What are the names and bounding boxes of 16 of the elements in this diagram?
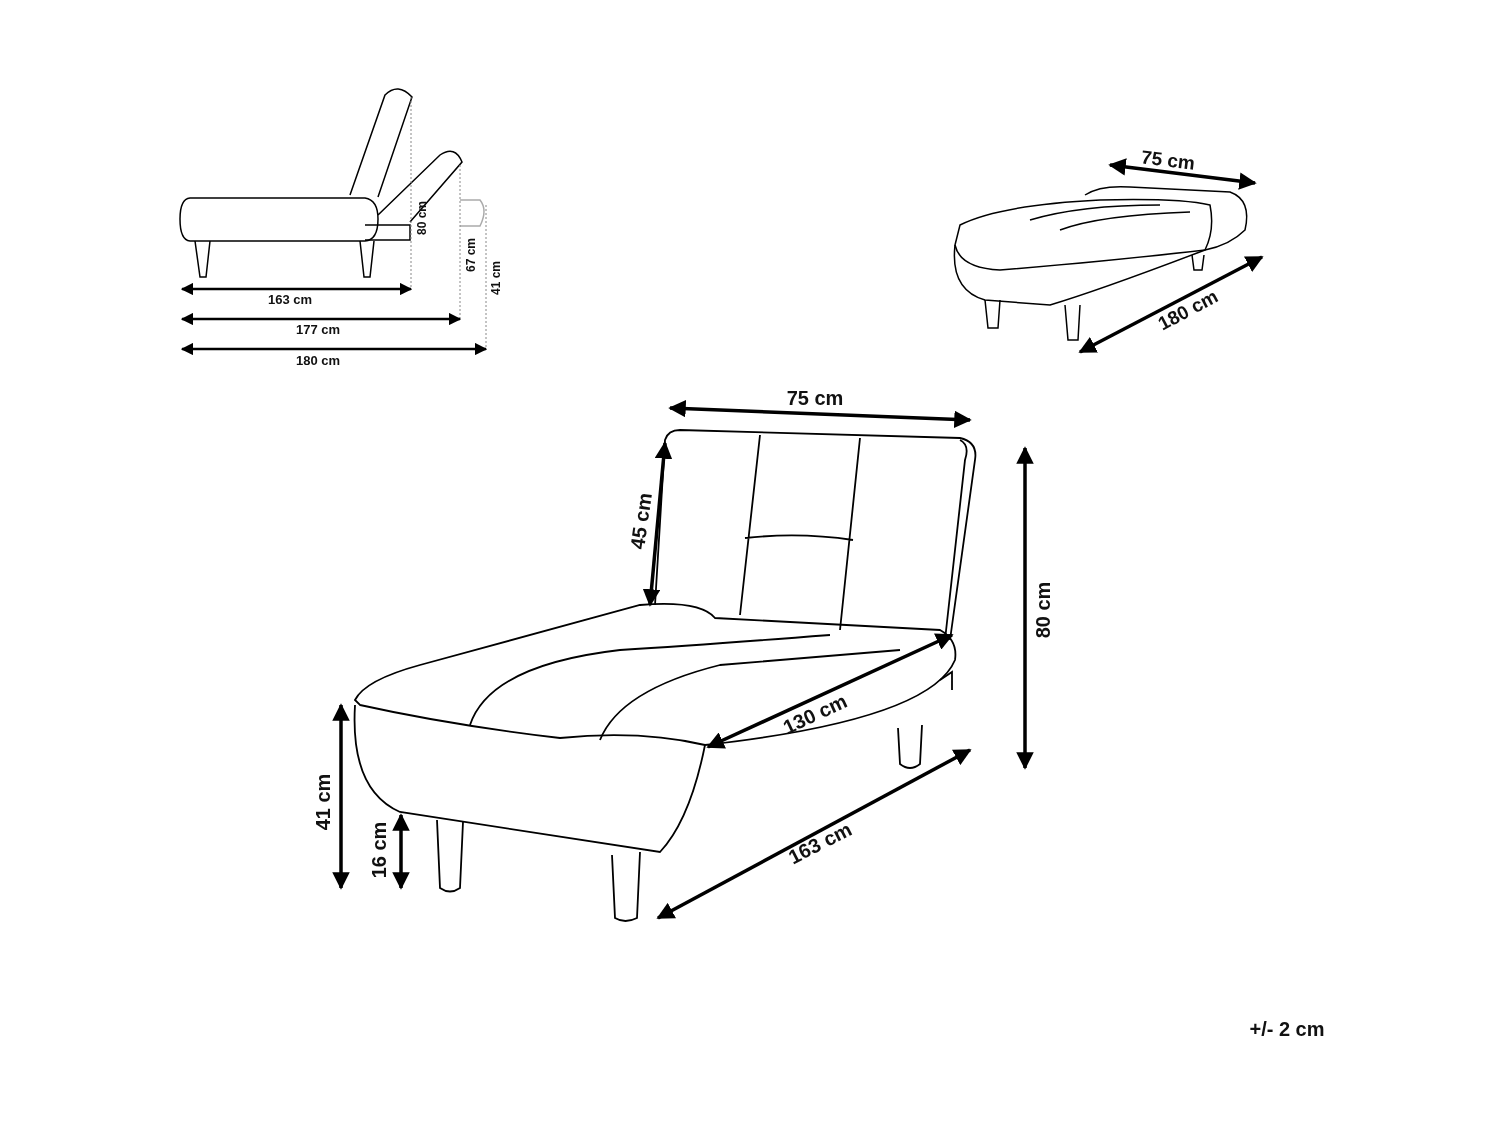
dimension-label: 75 cm [1140, 147, 1196, 173]
dimension-label: 163 cm [785, 818, 855, 868]
tolerance-note: +/- 2 cm [1249, 1019, 1325, 1039]
dimension-label: 80 cm [416, 201, 428, 235]
dimension-label: 163 cm [267, 292, 313, 306]
dimension-label: 67 cm [465, 238, 477, 272]
dimension-label: 75 cm [786, 388, 844, 408]
dimension-label: 16 cm [369, 821, 389, 879]
dimension-label: 80 cm [1033, 581, 1053, 639]
dimension-label: 45 cm [627, 491, 655, 551]
dimension-label: 41 cm [313, 773, 333, 831]
dimension-label: 41 cm [490, 261, 502, 295]
dimension-label: 130 cm [780, 690, 850, 738]
dimension-label: 180 cm [295, 353, 341, 367]
dimension-label: 180 cm [1155, 286, 1221, 334]
dimension-label: 177 cm [295, 322, 341, 336]
